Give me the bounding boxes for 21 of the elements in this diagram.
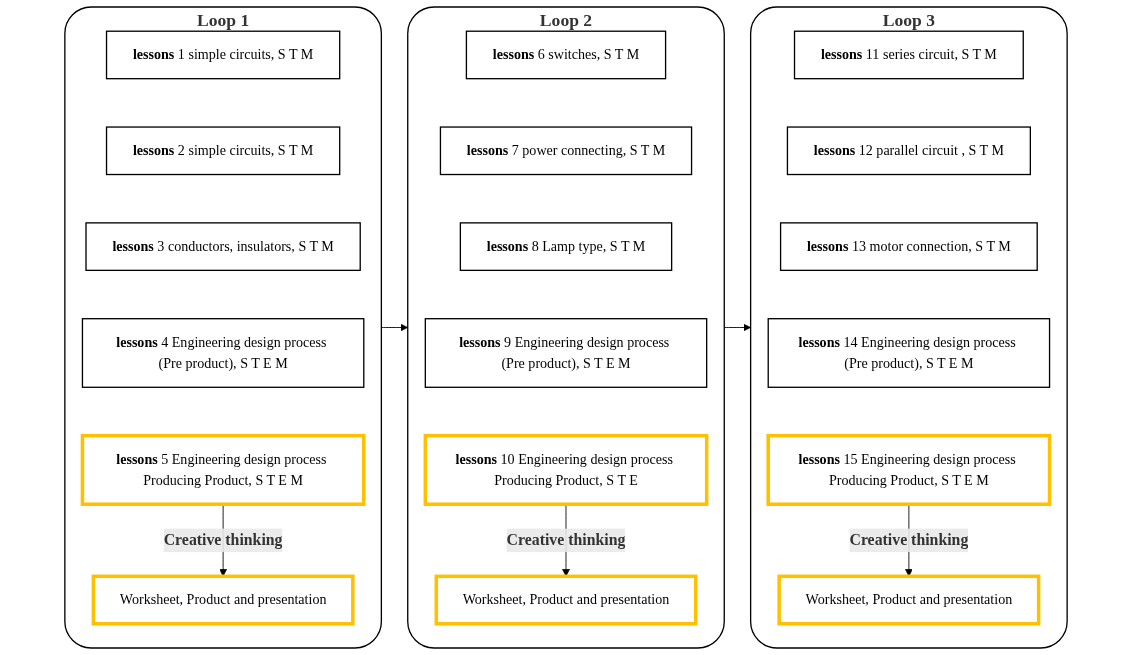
node-box: lessons 9 Engineering design process (Pre product), S T E M [424, 318, 708, 388]
node-box: lessons 3 conductors, insulators, S T M [85, 222, 361, 271]
node-box: lessons 10 Engineering design process Producing Product, S T E [423, 433, 709, 506]
edge-label: Creative thinking [506, 531, 626, 549]
node-box: lessons 6 switches, S T M [465, 30, 667, 80]
node-box: lessons 8 Lamp type, S T M [459, 222, 673, 271]
node-box: Worksheet, Product and presentation [777, 574, 1041, 626]
node-box: lessons 15 Engineering design process Producing Product, S T E M [766, 433, 1052, 506]
node-box: lessons 1 simple circuits, S T M [105, 30, 341, 80]
node-box: lessons 5 Engineering design process Producing Product, S T E M [80, 433, 366, 506]
node-box: lessons 11 series circuit, S T M [793, 30, 1024, 80]
node-box: Worksheet, Product and presentation [91, 574, 355, 626]
node-box: lessons 14 Engineering design process (Pre product), S T E M [767, 318, 1051, 388]
edge-label: Creative thinking [849, 531, 969, 549]
edge-label: Creative thinking [163, 531, 283, 549]
node-box: lessons 12 parallel circuit , S T M [786, 126, 1031, 176]
node-box: lessons 7 power connecting, S T M [439, 126, 693, 176]
node-box: Worksheet, Product and presentation [434, 574, 698, 626]
node-box: lessons 2 simple circuits, S T M [105, 126, 341, 176]
node-box: lessons 4 Engineering design process (Pre product), S T E M [81, 318, 365, 388]
node-box: lessons 13 motor connection, S T M [779, 222, 1038, 271]
